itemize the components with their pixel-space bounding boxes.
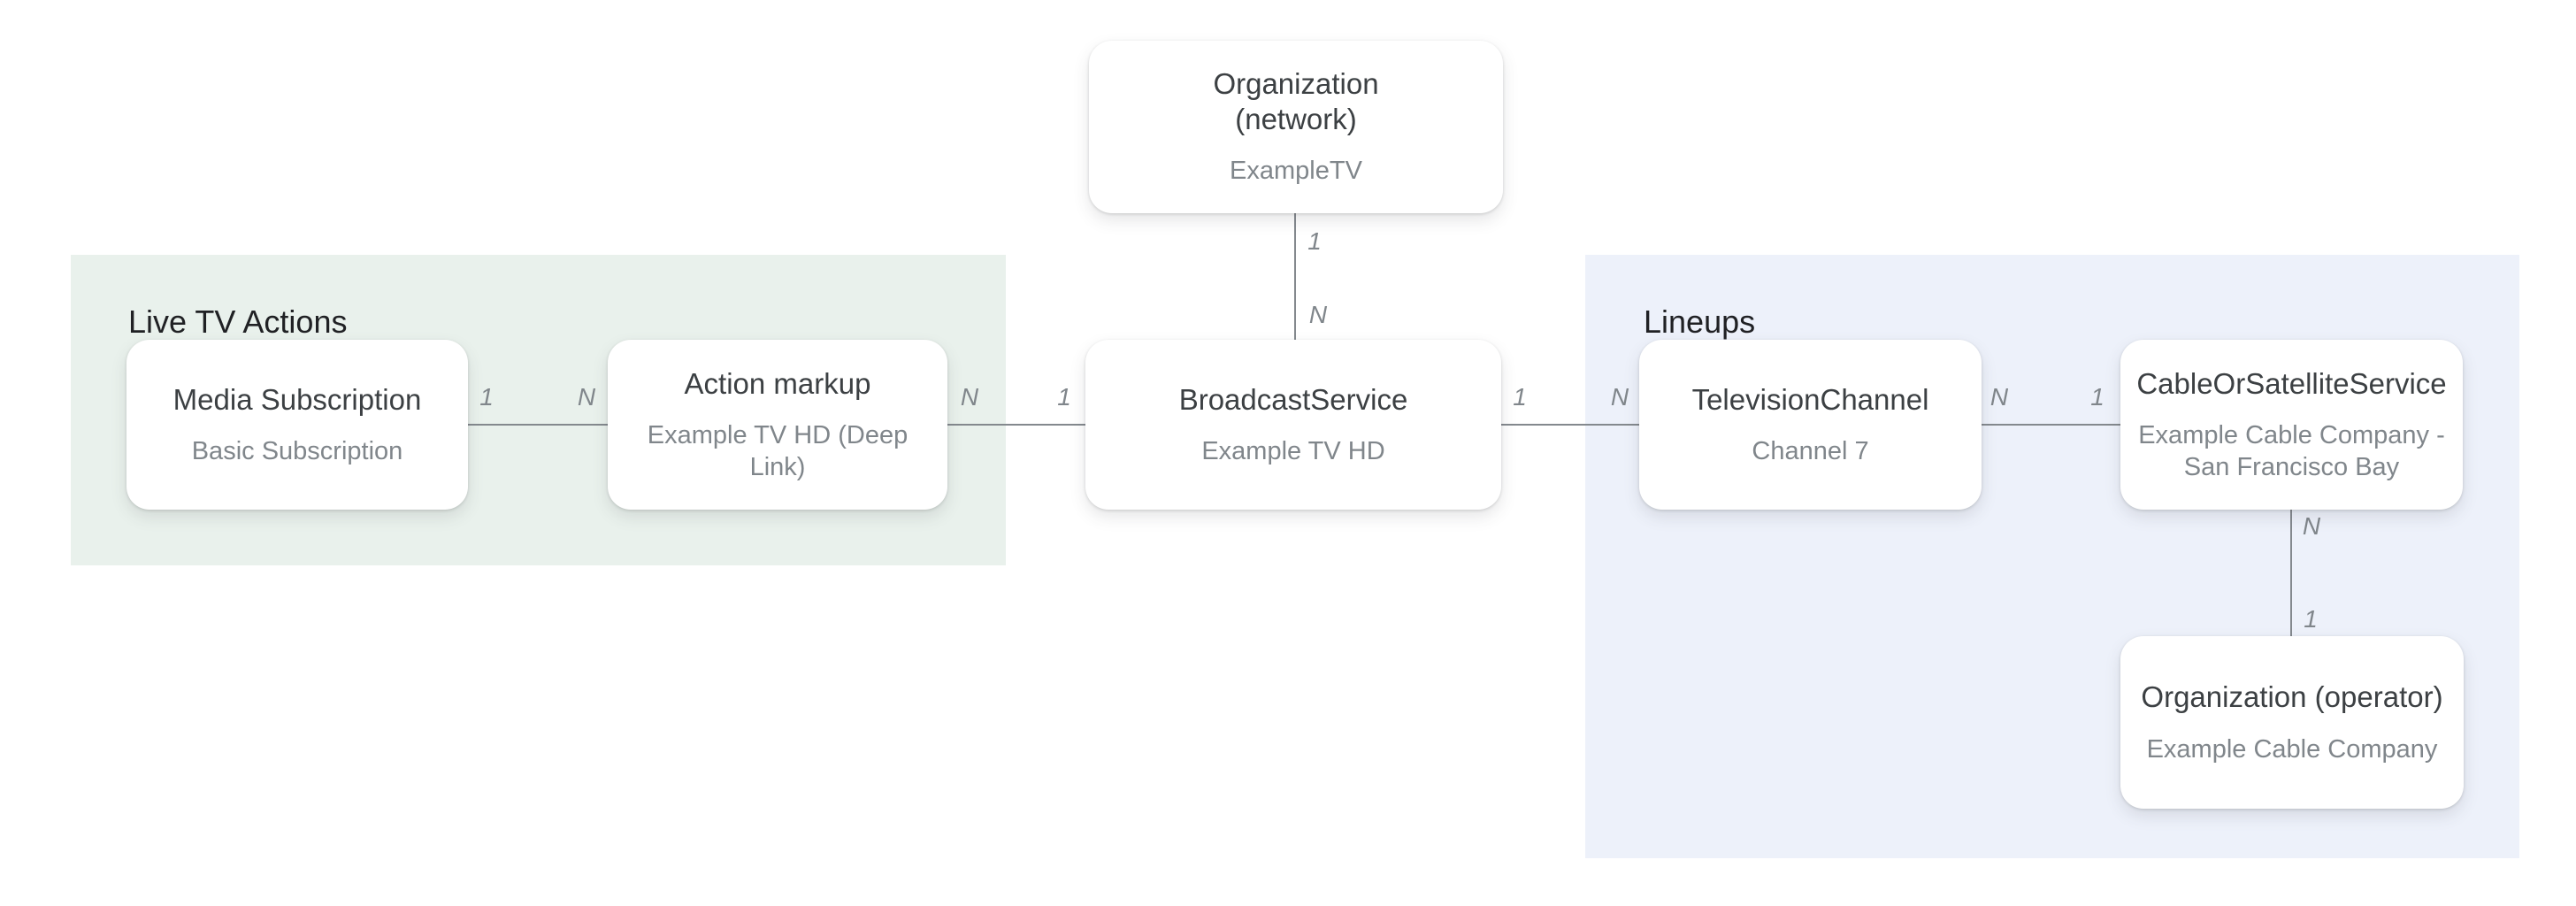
node-title: Organization (network) (1213, 67, 1379, 135)
node-subtitle: Channel 7 (1752, 437, 1869, 466)
cardinality-label: N (577, 383, 596, 411)
connector-action-broadcast (947, 424, 1085, 426)
node-title: Media Subscription (172, 382, 422, 416)
node-subtitle: ExampleTV (1230, 157, 1362, 186)
cardinality-label: N (2302, 512, 2321, 540)
cardinality-label: 1 (2090, 383, 2104, 411)
cardinality-label: 1 (479, 383, 494, 411)
node-action-markup: Action markup Example TV HD (Deep Link) (608, 340, 947, 510)
node-subtitle: Example TV HD (1201, 437, 1385, 466)
cardinality-label: N (1990, 383, 2009, 411)
connector-broadcast-channel (1501, 424, 1639, 426)
node-subtitle: Example Cable Company - San Francisco Ba… (2138, 421, 2445, 481)
node-title: BroadcastService (1178, 382, 1408, 416)
live-tv-actions-header: Live TV Actions (128, 303, 348, 340)
node-cable-or-satellite-service: CableOrSatelliteService Example Cable Co… (2120, 340, 2463, 510)
cardinality-label: 1 (1057, 383, 1071, 411)
cardinality-label: N (1610, 383, 1629, 411)
node-title: Action markup (684, 366, 871, 400)
cardinality-label: 1 (1513, 383, 1527, 411)
cardinality-label: 1 (2304, 605, 2318, 633)
cardinality-label: N (1308, 301, 1328, 328)
connector-network-broadcast (1294, 213, 1296, 340)
node-subtitle: Example Cable Company (2146, 734, 2438, 764)
node-title: Organization (operator) (2141, 680, 2443, 714)
connector-cable-operator (2290, 510, 2292, 636)
node-title: CableOrSatelliteService (2136, 366, 2447, 400)
node-subtitle: Example TV HD (Deep Link) (647, 421, 908, 481)
cardinality-label: 1 (1307, 227, 1322, 255)
node-subtitle: Basic Subscription (191, 437, 403, 466)
node-television-channel: TelevisionChannel Channel 7 (1639, 340, 1982, 510)
node-title: TelevisionChannel (1691, 382, 1929, 416)
node-organization-operator: Organization (operator) Example Cable Co… (2120, 636, 2464, 809)
connector-subscription-action (468, 424, 608, 426)
node-broadcast-service: BroadcastService Example TV HD (1085, 340, 1501, 510)
node-organization-network: Organization (network) ExampleTV (1089, 41, 1503, 213)
connector-channel-cable (1982, 424, 2120, 426)
cardinality-label: N (960, 383, 979, 411)
node-media-subscription: Media Subscription Basic Subscription (126, 340, 468, 510)
lineups-header: Lineups (1644, 303, 1756, 340)
